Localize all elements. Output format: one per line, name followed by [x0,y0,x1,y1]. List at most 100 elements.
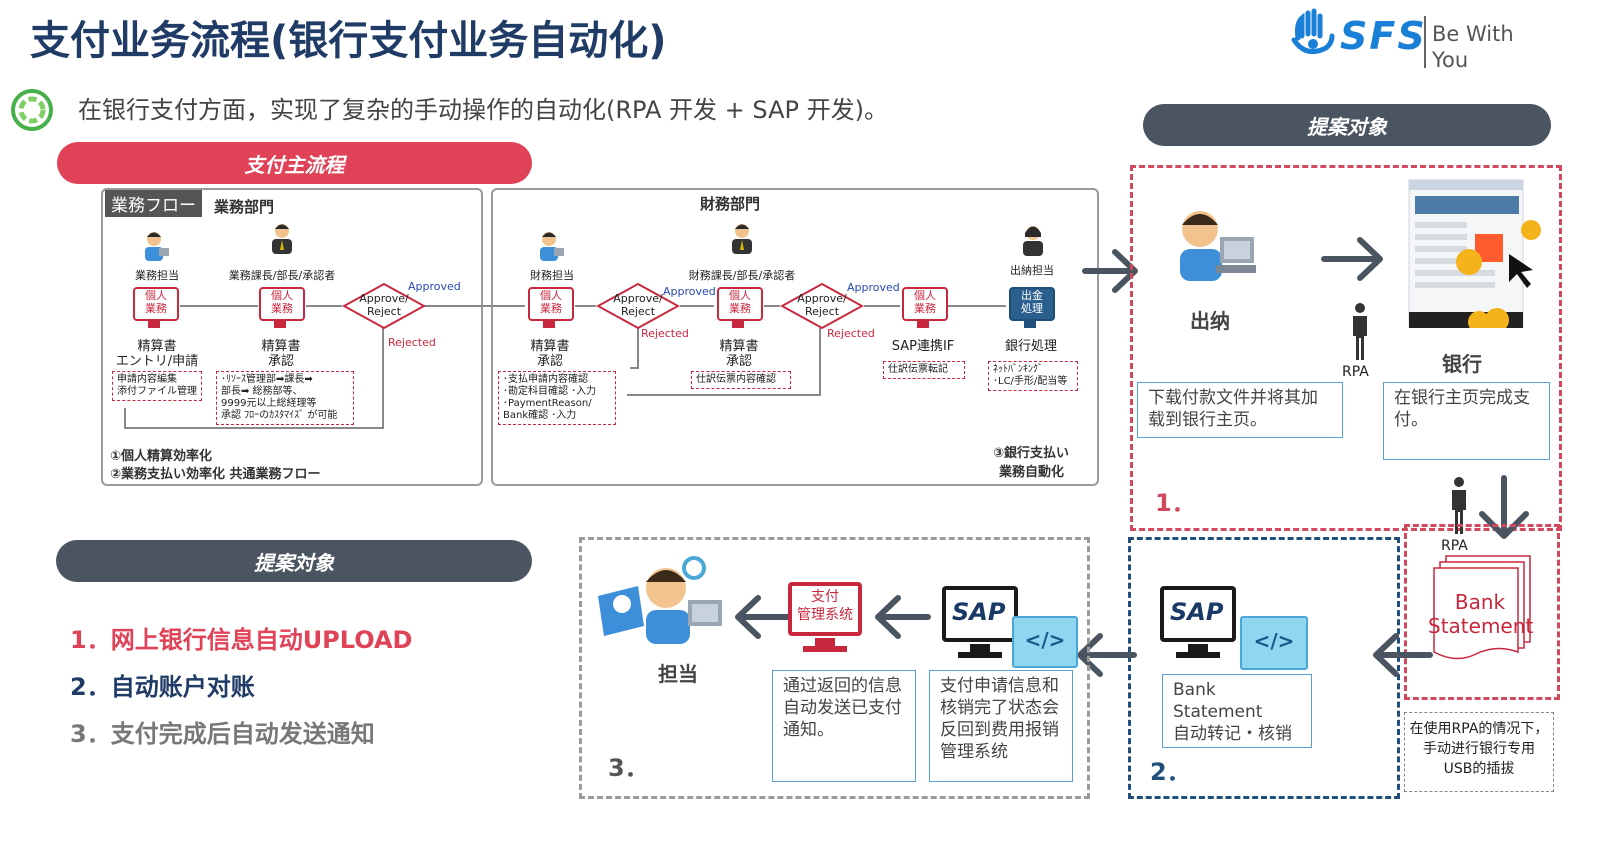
proposal-2-desc: Bank Statement 自动转记・核销 [1162,674,1312,748]
payment-system-label: 支付 管理系统 [797,589,853,623]
step-label: 精算書 承認 [261,339,301,369]
role-business-staff: 業務担当 [135,269,179,282]
document-stack-icon [1433,555,1531,660]
process-box: 個人 業務 [133,287,179,321]
business-dept-frame [101,188,483,486]
monitor-stand [917,320,929,328]
step-note: 仕訳伝票転記 [883,361,965,379]
proposal-pill-top: 提案对象 [1143,104,1551,146]
process-box: 個人 業務 [902,287,948,321]
proposal-3-desc-system: 通过返回的信息自动发送已支付通知。 [772,670,916,782]
decision-diamond [596,282,680,330]
list-item-notify: 3．支付完成后自动发送通知 [70,720,375,748]
process-box-label: 個人 業務 [540,289,562,315]
logo: SFS Be With You [1288,8,1588,78]
process-box: 個人 業務 [717,287,763,321]
bank-process-box: 出金 処理 [1009,287,1055,321]
step-label: 銀行処理 [1004,339,1057,354]
step-note: 申請内容編集 添付ファイル管理 [112,371,202,401]
proposal-1-number: 1． [1155,489,1196,517]
proposal-pill-left: 提案対象 [56,540,532,582]
role-cashier: 出納担当 [1010,264,1054,277]
proposal-3-number: 3． [608,754,649,782]
approved-label: Approved [847,281,900,294]
approved-label: Approved [408,280,461,293]
bank-statement-label: Bank Statement [1428,590,1534,638]
cashier-label: 出纳 [1190,309,1230,333]
email-person-icon [598,556,722,644]
bank-process-box-label: 出金 処理 [1021,289,1043,315]
robot-person-icon [1353,303,1367,360]
cashier-person-icon [1180,211,1256,281]
bank-website-icon [1408,179,1541,328]
logo-text: SFS [1340,14,1427,58]
monitor-stand [148,320,160,328]
decision-label: Approve/ Reject [613,292,663,318]
proposal-3-desc-sap: 支付申请信息和核销完了状态会反回到费用报销管理系统 [929,670,1073,782]
process-box-label: 個人 業務 [145,289,167,315]
step-note: 仕訳伝票内容確認 [691,371,791,389]
approved-label: Approved [663,285,716,298]
logo-tagline-2: You [1432,48,1469,72]
code-icon: </> [1240,616,1308,670]
decision-label: Approve/ Reject [359,292,409,318]
code-icon: </> [1012,616,1078,668]
rpa-label: RPA [1342,364,1369,380]
code-icon-text: </> [1024,628,1066,652]
rpa-label-2: RPA [1441,538,1468,554]
legacy-footer-left-2: ②業務支払い効率化 共通業務フロー [110,467,321,482]
sap-monitor-icon [1160,586,1236,658]
person-icon [540,232,564,261]
decision-diamond [780,282,864,330]
finance-dept-frame [491,188,1099,486]
sap-logo-text: SAP [952,598,1006,626]
proposal-1-desc-left: 下载付款文件并将其加载到银行主页。 [1137,382,1343,438]
step-label: 精算書 承認 [719,339,759,369]
step-label: 精算書 エントリ/申請 [115,339,199,369]
list-item-reconcile: 2．自动账户对账 [70,673,255,701]
page-title: 支付业务流程(银行支付业务自动化) [30,18,667,64]
proposal-2-frame [1128,537,1400,799]
proposal-2-number: 2． [1150,758,1191,786]
role-business-manager: 業務課長/部長/承認者 [228,269,336,282]
decision-diamond [342,282,426,330]
flow-tag: 業務フロー [105,190,202,217]
process-box: 個人 業務 [528,287,574,321]
monitor-stand [1024,320,1036,328]
person-icon [145,232,169,261]
arrow-left-icon [875,595,931,639]
sap-monitor-icon [942,586,1018,658]
payment-system-monitor-icon [788,582,862,652]
process-box-label: 個人 業務 [271,289,293,315]
manager-icon [272,224,292,254]
hand-logo-icon [1291,8,1335,55]
usb-note: 在使用RPA的情况下， 手动进行银行专用 USB的插拔 [1404,712,1554,792]
rejected-label: Rejected [827,327,875,340]
cashier-person-icon [1023,226,1043,256]
dept-finance-label: 財務部門 [700,195,761,213]
step-label: SAP連携IF [891,339,955,354]
rejected-label: Rejected [388,336,436,349]
role-finance-staff: 財務担当 [530,269,574,282]
code-icon-text: </> [1253,629,1295,653]
robot-person-icon [1452,477,1466,534]
page-subtitle: 在银行支付方面，实现了复杂的手动操作的自动化(RPA 开发 + SAP 开发)。 [78,96,888,124]
rejected-label: Rejected [641,327,689,340]
monitor-stand [543,320,555,328]
person-label: 担当 [658,662,698,686]
arrow-right-icon [1082,249,1138,293]
manager-icon [732,224,752,254]
step-note: ･支払申請内容確認 ･勘定科目確認 ･入力 ･PaymentReason/ Ba… [498,371,616,425]
step-label: 精算書 承認 [530,339,570,369]
logo-tagline-1: Be With [1432,22,1514,46]
process-box: 個人 業務 [259,287,305,321]
list-item-upload: 1．网上银行信息自动UPLOAD [70,626,413,654]
monitor-stand [732,320,744,328]
main-flow-pill: 支付主流程 [57,142,532,184]
logo-divider [1424,16,1426,68]
bank-statement-frame [1404,524,1560,700]
arrow-right-icon [1321,237,1383,281]
arrow-left-icon [1373,633,1433,677]
proposal-3-frame [579,537,1090,799]
sap-logo-text: SAP [1170,598,1224,626]
